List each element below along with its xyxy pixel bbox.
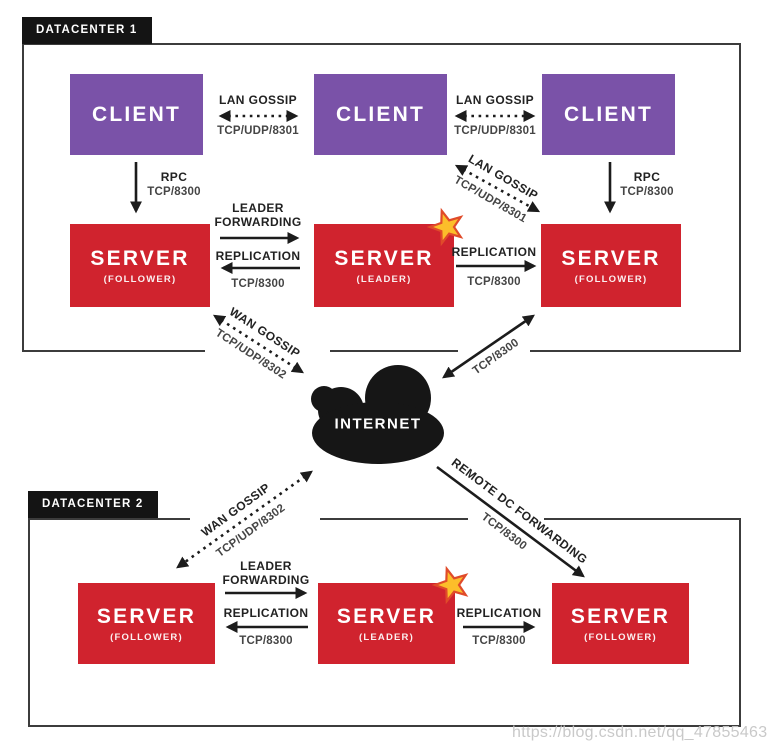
lan-gossip-left-port: TCP/UDP/8301 [217, 125, 299, 137]
dc1-server-2-title: SERVER [334, 246, 434, 270]
dc1-server-1-title: SERVER [90, 246, 190, 270]
leader-forwarding-dc1-line2: FORWARDING [214, 215, 302, 229]
dc2-server-1-title: SERVER [96, 604, 197, 628]
replication-dc2-right-port: TCP/8300 [472, 635, 526, 647]
dc2-server-2-title: SERVER [336, 604, 437, 628]
rpc-left-port: TCP/8300 [147, 186, 201, 198]
dc1-server-follower-right: SERVER (FOLLOWER) [541, 224, 681, 307]
dc1-server-3-title: SERVER [561, 246, 661, 270]
dc1-client-3-title: CLIENT [563, 102, 654, 126]
replication-dc2-left-port: TCP/8300 [239, 635, 293, 647]
leader-forwarding-dc2-line2: FORWARDING [222, 573, 310, 587]
rpc-right-port: TCP/8300 [620, 186, 674, 198]
datacenter2-frame [28, 518, 741, 727]
leader-star-dc2 [432, 565, 469, 605]
dc2-server-follower-right: SERVER (FOLLOWER) [552, 583, 689, 664]
dc2-server-3-role: (FOLLOWER) [584, 631, 657, 643]
dc2-server-3-title: SERVER [570, 604, 671, 628]
dc1-client-2-title: CLIENT [335, 102, 426, 126]
dc2-server-leader: SERVER (LEADER) [318, 583, 455, 664]
dc1-server-2-role: (LEADER) [356, 273, 412, 285]
dc2-server-2-role: (LEADER) [359, 631, 414, 643]
dc1-server-leader: SERVER (LEADER) [314, 224, 454, 307]
dc2-server-1-role: (FOLLOWER) [110, 631, 183, 643]
dc1-client-3: CLIENT [542, 74, 675, 155]
dc1-server-1-role: (FOLLOWER) [103, 273, 177, 285]
leader-forwarding-dc2-line1: LEADER [240, 559, 292, 573]
leader-star-dc1 [427, 207, 464, 247]
watermark: https://blog.csdn.net/qq_47855463 [512, 724, 768, 741]
replication-dc1-left-label: REPLICATION [215, 249, 301, 263]
dc1-server-3-role: (FOLLOWER) [574, 273, 648, 285]
leader-forwarding-dc1-line1: LEADER [232, 201, 284, 215]
replication-dc1-left-port: TCP/8300 [231, 278, 285, 290]
rpc-right-label: RPC [633, 170, 661, 184]
lan-gossip-right-label: LAN GOSSIP [455, 93, 535, 107]
internet-cloud-icon [311, 365, 444, 464]
lan-gossip-left-label: LAN GOSSIP [218, 93, 298, 107]
replication-dc1-right-port: TCP/8300 [467, 276, 521, 288]
dc1-server-follower-left: SERVER (FOLLOWER) [70, 224, 210, 307]
dc2-server-follower-left: SERVER (FOLLOWER) [78, 583, 215, 664]
dc1-client-1-title: CLIENT [91, 102, 182, 126]
dc1-client-2: CLIENT [314, 74, 447, 155]
replication-dc1-right-label: REPLICATION [451, 245, 537, 259]
replication-dc2-left-label: REPLICATION [223, 606, 309, 620]
rpc-left-label: RPC [160, 170, 188, 184]
dc1-client-1: CLIENT [70, 74, 203, 155]
datacenter1-label: DATACENTER 1 [22, 17, 152, 44]
datacenter2-label: DATACENTER 2 [28, 491, 158, 518]
replication-dc2-right-label: REPLICATION [456, 606, 542, 620]
lan-gossip-right-port: TCP/UDP/8301 [454, 125, 536, 137]
datacenter1-frame [22, 43, 741, 352]
internet-label: INTERNET [334, 415, 422, 433]
